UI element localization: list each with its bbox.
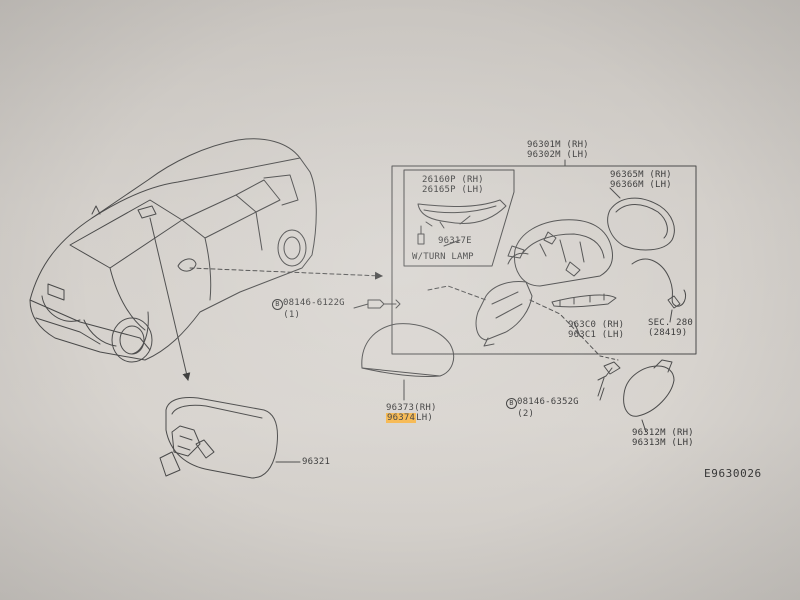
label-corner-finisher: 96312M (RH) 96313M (LH) bbox=[632, 428, 694, 448]
label-base-trim: 963C0 (RH) 963C1 (LH) bbox=[568, 320, 625, 340]
label-door-mirror-assy: 96301M (RH) 96302M (LH) bbox=[527, 140, 589, 160]
label-turn-lamp-socket: 96317E bbox=[438, 236, 472, 246]
mirror-glass-illustration bbox=[607, 197, 675, 251]
turn-lamp-inset-box bbox=[403, 169, 515, 267]
base-trim-illustration bbox=[551, 294, 617, 308]
door-mirror-housing-illustration bbox=[507, 219, 613, 287]
mirror-assembly-frame bbox=[391, 165, 697, 355]
label-turn-lamp-note: W/TURN LAMP bbox=[412, 252, 474, 262]
screw-symbol-icon: B bbox=[272, 299, 283, 310]
turn-lamp-illustration bbox=[417, 199, 507, 245]
label-turn-lamp: 26160P (RH) 26165P (LH) bbox=[422, 175, 484, 195]
mirror-base-illustration bbox=[475, 281, 533, 347]
label-mirror-cover: 96373(RH) 96374LH) bbox=[386, 403, 437, 423]
label-harness-section: SEC. 280 (28419) bbox=[648, 318, 693, 338]
screw-upper-illustration bbox=[367, 299, 401, 309]
harness-illustration bbox=[631, 258, 687, 307]
screw-lower-illustration bbox=[597, 361, 621, 381]
mirror-cover-illustration bbox=[361, 323, 455, 401]
label-inside-mirror: 96321 bbox=[302, 457, 331, 467]
label-mirror-glass: 96365M (RH) 96366M (LH) bbox=[610, 170, 672, 190]
arrow-to-door-mirror bbox=[189, 267, 383, 280]
diagram-code: E9630026 bbox=[704, 467, 762, 480]
highlighted-part-number: 96374 bbox=[386, 413, 417, 423]
corner-finisher-illustration bbox=[623, 359, 675, 433]
car-illustration bbox=[29, 138, 317, 363]
inside-mirror-illustration bbox=[159, 397, 301, 479]
screw-symbol-icon: B bbox=[506, 398, 517, 409]
arrow-to-inside-mirror bbox=[149, 217, 191, 381]
